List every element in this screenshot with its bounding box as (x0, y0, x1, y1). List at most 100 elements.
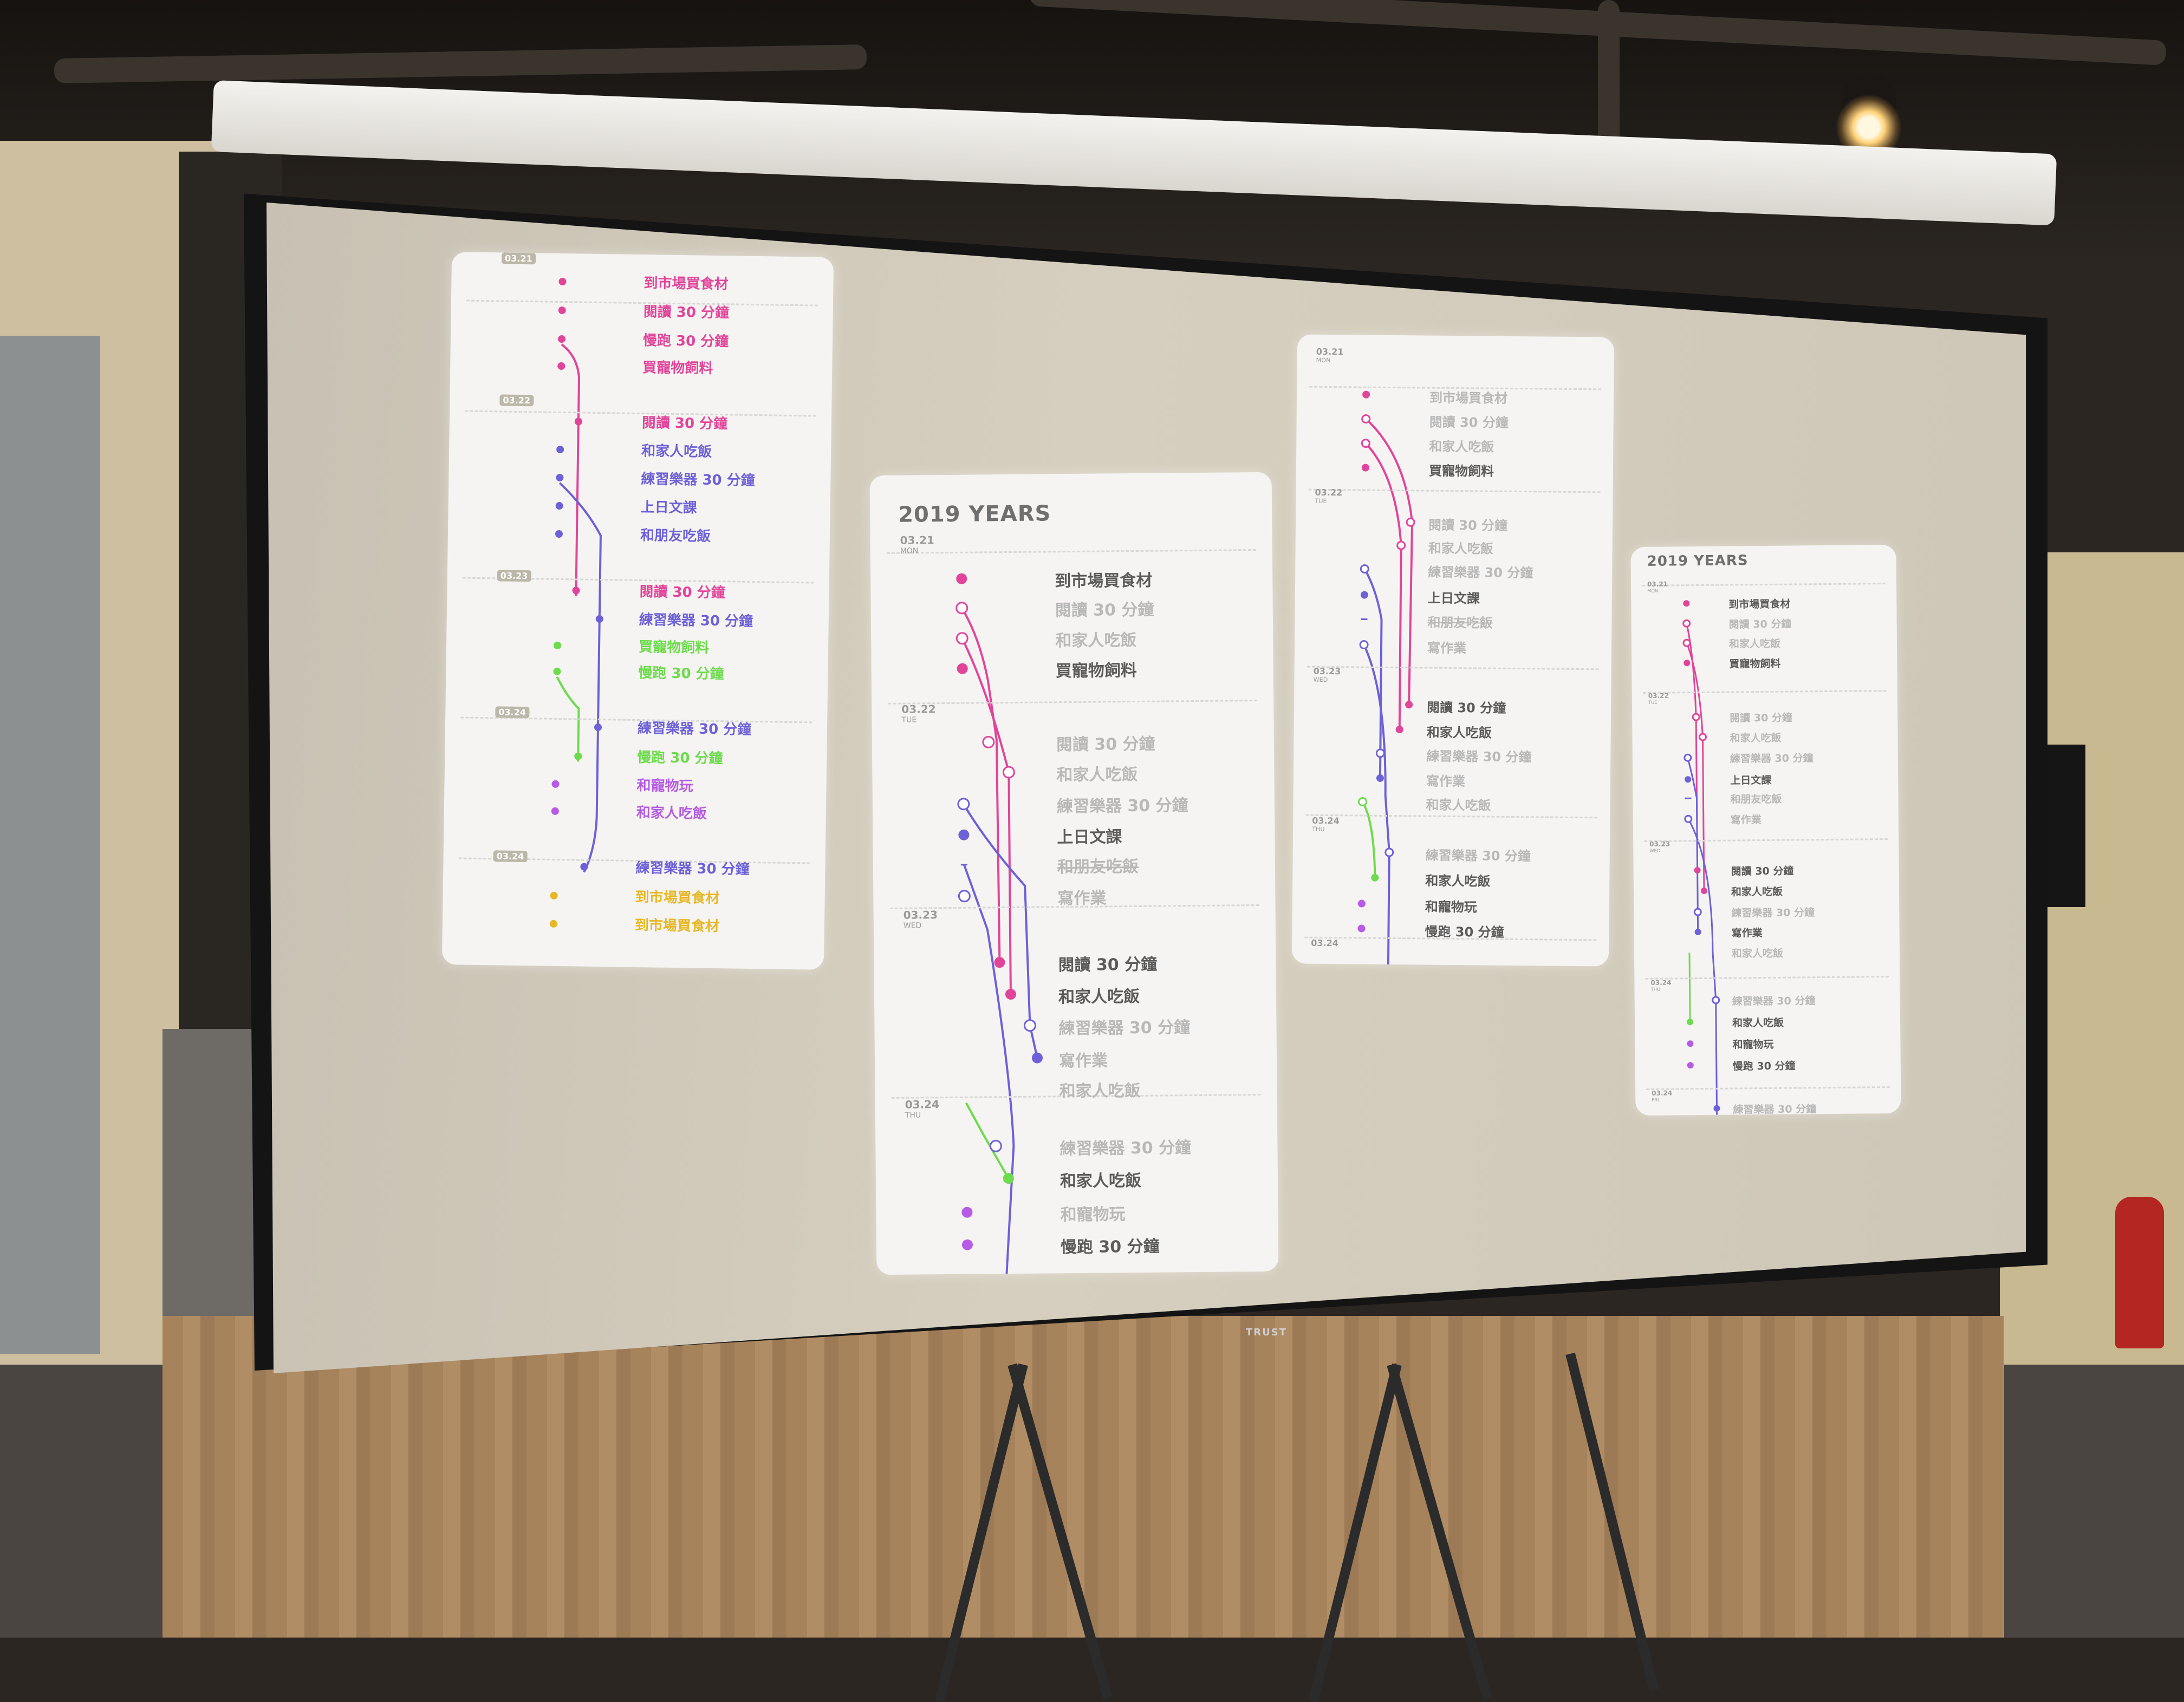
task-label: 寫作業 (1732, 925, 1763, 940)
task-label: 和家人吃飯 (1058, 983, 1140, 1007)
task-label: 和家人吃飯 (1427, 722, 1492, 741)
task-node (1694, 867, 1701, 873)
task-label: 和寵物玩 (1060, 1201, 1125, 1225)
task-label: 和寵物玩 (636, 774, 693, 795)
task-label: 慢跑 30 分鐘 (1425, 921, 1504, 941)
task-node (556, 474, 563, 481)
task-node (553, 668, 561, 675)
task-node (1376, 774, 1384, 782)
task-label: 慢跑 30 分鐘 (638, 662, 724, 683)
task-label: 練習樂器 30 分鐘 (1732, 993, 1816, 1008)
date-tag: 03.24 (493, 850, 528, 862)
task-label: 閱讀 30 分鐘 (1428, 514, 1507, 534)
task-label: 上日文課 (640, 496, 697, 517)
date-text: 03.21 (1647, 581, 1668, 588)
task-node (1405, 701, 1413, 708)
task-label: 慢跑 30 分鐘 (643, 329, 729, 350)
task-label: 到市場買食材 (1429, 387, 1507, 407)
date-text: 03.23 (903, 908, 938, 922)
weekday-text: WED (903, 921, 938, 930)
fire-extinguisher (2115, 1197, 2164, 1348)
task-node (1685, 776, 1691, 782)
task-label: 練習樂器 30 分鐘 (638, 717, 752, 739)
task-label: 練習樂器 30 分鐘 (1730, 750, 1813, 765)
date-text: 03.21 (1316, 347, 1344, 357)
screen-brand-label: TRUST (1246, 1327, 1287, 1338)
task-label: 上日文課 (1730, 772, 1771, 787)
date-text: 03.24 (1312, 816, 1340, 826)
task-label: 和家人吃飯 (1730, 730, 1781, 745)
purple-route (1688, 819, 1717, 1115)
task-node (1687, 1062, 1694, 1068)
task-node (1371, 874, 1379, 882)
weekday-text: WED (1313, 676, 1341, 683)
card-title: 2019 YEARS (1647, 552, 1748, 570)
task-node (1694, 909, 1701, 915)
task-label: 到市場買食材 (1728, 596, 1790, 611)
task-label: 和家人吃飯 (1428, 538, 1493, 557)
date-text: 03.24 (1652, 1090, 1672, 1097)
task-node (1687, 1040, 1693, 1047)
task-node (558, 307, 566, 314)
task-node (1032, 1053, 1043, 1064)
task-node (1396, 726, 1403, 733)
task-label: 練習樂器 30 分鐘 (1731, 904, 1815, 920)
task-node (1360, 641, 1368, 649)
task-node (1685, 754, 1691, 761)
task-label: 寫作業 (1731, 812, 1761, 826)
task-node (1358, 798, 1366, 805)
task-label: 練習樂器 30 分鐘 (635, 857, 750, 878)
task-label: 閱讀 30 分鐘 (1058, 951, 1157, 976)
task-label: 到市場買食材 (1055, 567, 1152, 592)
task-label: 和家人吃飯 (1731, 884, 1783, 899)
task-node (962, 1240, 973, 1250)
task-label: 和家人吃飯 (1429, 436, 1494, 455)
task-node (556, 502, 563, 510)
task-node (572, 586, 580, 594)
task-label: 寫作業 (1059, 1047, 1108, 1072)
weekday-text: WED (1649, 848, 1670, 853)
task-node (1362, 440, 1369, 447)
task-node (1362, 391, 1370, 399)
task-label: 寫作業 (1057, 885, 1106, 909)
wood-paneling (162, 1316, 2004, 1638)
task-label: 和家人吃飯 (1060, 1167, 1141, 1191)
task-node (1683, 600, 1689, 607)
weekday-text: FRI (1652, 1097, 1672, 1103)
task-label: 和家人吃飯 (1055, 627, 1136, 651)
task-label: 閱讀 30 分鐘 (643, 301, 729, 322)
task-label: 和朋友吃飯 (640, 524, 711, 545)
task-node (1699, 734, 1706, 740)
task-node (1713, 1105, 1720, 1112)
task-node (555, 530, 563, 538)
task-label: 和朋友吃飯 (1427, 612, 1492, 631)
date-text: 03.24 (905, 1098, 939, 1111)
task-node (959, 891, 970, 902)
task-node (1003, 767, 1014, 778)
weekday-text: THU (1312, 826, 1340, 833)
task-label: 和寵物玩 (1425, 896, 1477, 916)
task-node (550, 920, 557, 928)
date-text: 03.24 (1650, 979, 1671, 987)
task-node (1361, 591, 1368, 599)
task-label: 練習樂器 30 分鐘 (1426, 845, 1531, 865)
task-node (958, 830, 969, 840)
task-label: 練習樂器 30 分鐘 (641, 468, 755, 490)
date-text: 03.23 (1314, 666, 1341, 676)
card-title: 2019 YEARS (898, 501, 1051, 527)
task-node (1683, 640, 1690, 646)
task-node (957, 603, 967, 614)
task-label: 到市場買食材 (635, 914, 720, 935)
task-node (551, 780, 559, 788)
date-tag: 03.23 (497, 570, 531, 582)
task-label: 和朋友吃飯 (1057, 853, 1139, 877)
task-label: 練習樂器 30 分鐘 (1057, 792, 1188, 817)
